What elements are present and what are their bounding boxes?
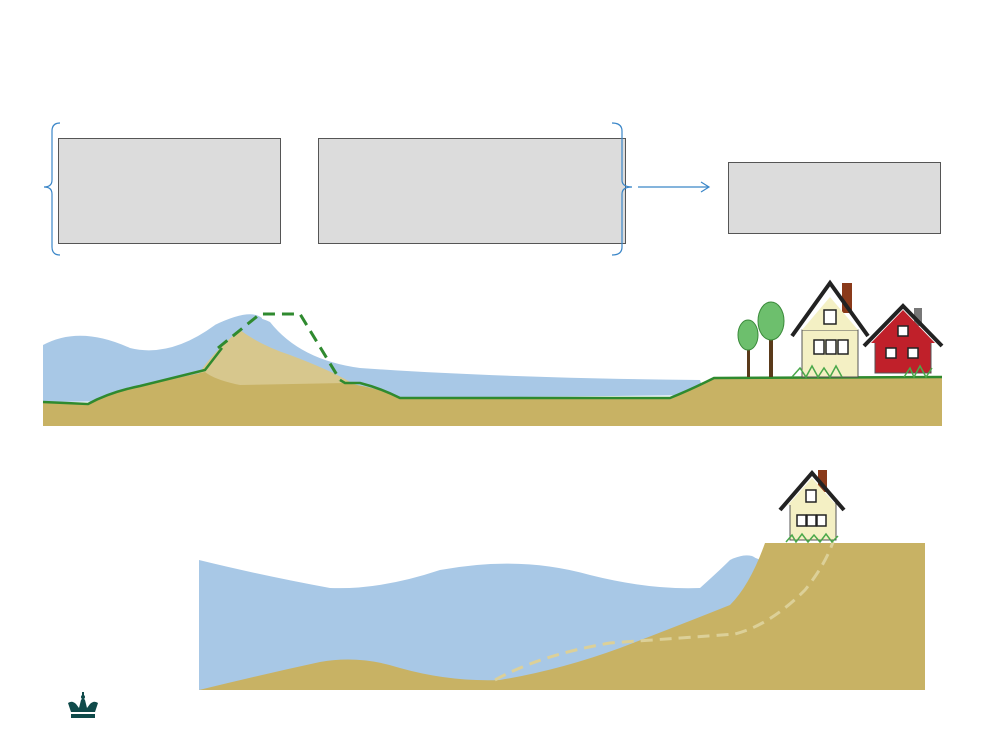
right-brace: [611, 122, 633, 256]
bracket-group: [43, 122, 711, 256]
arrow-head: [700, 181, 711, 193]
sand-cliff: [199, 543, 925, 690]
original-dune-outline: [217, 312, 342, 381]
annotation-box-result: [728, 162, 941, 234]
house-icon: [778, 469, 846, 544]
tree-icon: [757, 301, 785, 377]
top-cross-section: [42, 279, 944, 426]
crown-logo-icon: [68, 692, 98, 718]
tree-icon: [737, 319, 759, 377]
annotation-box-left: [58, 138, 281, 244]
profile-line-top: [42, 347, 943, 406]
annotation-box-middle: [318, 138, 626, 244]
wave-curl: [722, 555, 760, 575]
bottom-cross-section: [199, 469, 925, 690]
dune-eroded: [200, 330, 380, 395]
wave-crest-top: [215, 314, 280, 345]
left-brace: [43, 122, 61, 256]
house-icon: [862, 303, 944, 379]
house-icon: [790, 279, 870, 379]
